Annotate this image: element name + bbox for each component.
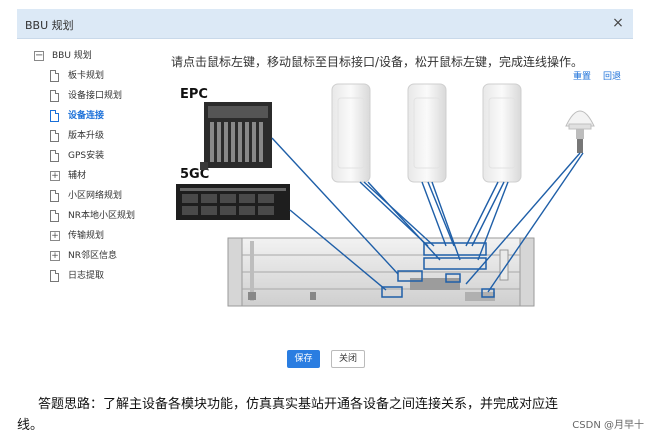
5gc-device[interactable] <box>176 184 290 220</box>
rru-device-3[interactable] <box>482 83 522 183</box>
document-icon <box>50 210 59 222</box>
tree-root-label: BBU 规划 <box>52 51 92 61</box>
close-button[interactable]: 关闭 <box>331 350 365 368</box>
cable-lines <box>271 137 584 293</box>
rru-device-1[interactable] <box>331 83 371 183</box>
document-icon <box>50 130 59 142</box>
connection-diagram: EPC 5GC <box>170 78 620 333</box>
save-button[interactable]: 保存 <box>287 350 320 368</box>
reset-link[interactable]: 重置 <box>573 72 592 82</box>
instruction-text: 请点击鼠标左键，移动鼠标至目标接口/设备，松开鼠标左键，完成连线操作。 <box>171 55 584 69</box>
watermark: CSDN @月早十 <box>572 420 644 431</box>
document-icon <box>50 150 59 162</box>
epc-device[interactable] <box>200 102 272 170</box>
equipment-canvas <box>176 83 595 307</box>
answer-paragraph-line2: 线。 <box>17 418 44 433</box>
answer-paragraph-line1: 答题思路：了解主设备各模块功能，仿真真实基站开通各设备之间连接关系，并完成对应连 <box>38 397 559 412</box>
bbu-port-group[interactable] <box>381 242 495 298</box>
document-icon <box>50 190 59 202</box>
bbu-chassis[interactable] <box>227 237 535 307</box>
dialog-title: BBU 规划 <box>25 19 74 32</box>
rru-device-2[interactable] <box>407 83 447 183</box>
epc-label: EPC <box>180 87 208 102</box>
document-icon <box>50 270 59 282</box>
expand-icon[interactable]: + <box>50 171 60 181</box>
collapse-icon[interactable]: − <box>34 50 44 61</box>
document-icon <box>50 110 59 122</box>
expand-icon[interactable]: + <box>50 231 60 241</box>
gps-antenna[interactable] <box>565 110 595 153</box>
document-icon <box>50 90 59 102</box>
close-icon[interactable]: × <box>612 15 624 31</box>
expand-icon[interactable]: + <box>50 251 60 261</box>
5gc-label: 5GC <box>180 167 210 182</box>
back-link[interactable]: 回退 <box>603 72 622 82</box>
dialog-titlebar: BBU 规划 × <box>17 9 633 39</box>
document-icon <box>50 70 59 82</box>
